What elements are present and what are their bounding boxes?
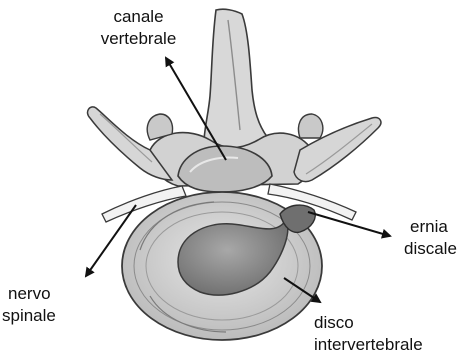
label-nervo-line2: spinale (2, 305, 56, 327)
label-ernia-discale: ernia discale (404, 216, 457, 260)
label-canale-vertebrale: canale vertebrale (91, 6, 186, 50)
label-ernia-line1: ernia (404, 216, 457, 238)
label-disco-intervertebrale: disco intervertebrale (314, 312, 423, 356)
label-nervo-spinale: nervo spinale (2, 283, 56, 327)
label-ernia-line2: discale (404, 238, 457, 260)
label-canale-line2: vertebrale (91, 28, 186, 50)
label-disco-line2: intervertebrale (314, 334, 423, 356)
label-disco-line1: disco (314, 312, 423, 334)
label-nervo-line1: nervo (2, 283, 56, 305)
label-canale-line1: canale (91, 6, 186, 28)
